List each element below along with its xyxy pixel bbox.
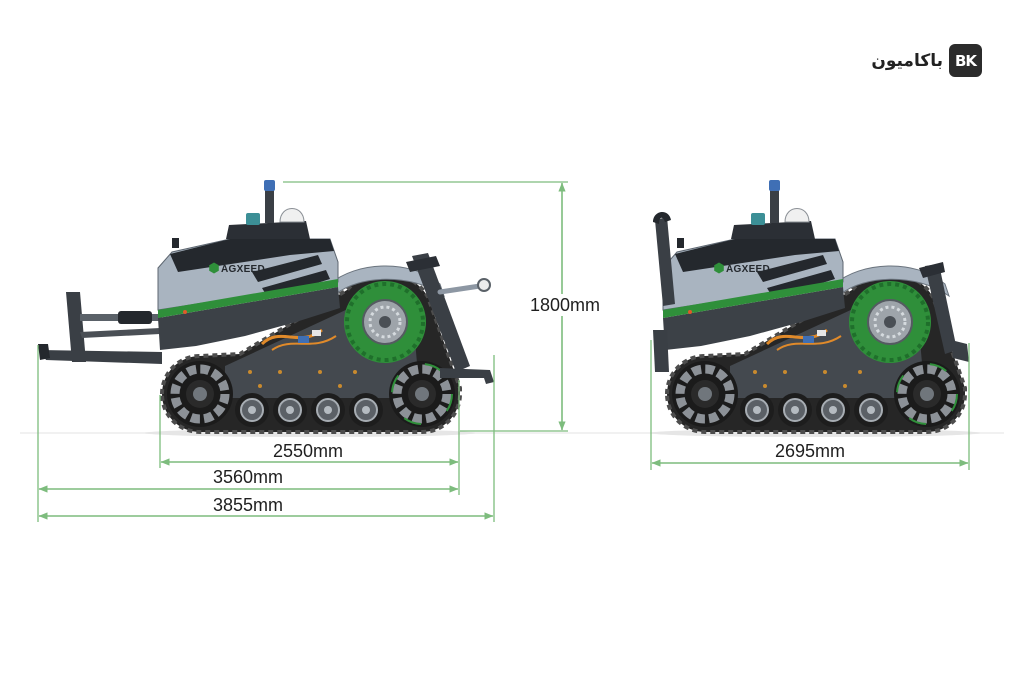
folded-hitch-lower-stub: [653, 330, 669, 372]
rear-hitch: [406, 253, 494, 384]
front-hitch-cylinder: [118, 311, 152, 324]
height-label-background: [527, 294, 603, 316]
middle-length-label: 3560mm: [213, 467, 283, 487]
rear-hitch-top-bracket: [406, 256, 440, 272]
track-length-label: 2550mm: [273, 441, 343, 461]
front-hitch-brace: [80, 328, 160, 338]
front-hitch-lower-arm: [40, 350, 162, 364]
rear-hitch-folded: [919, 262, 969, 362]
front-hitch: [38, 292, 162, 364]
tractor-left-body: [158, 180, 460, 432]
watermark-logo: باکامیون BK: [871, 44, 982, 77]
front-hitch-folded: [653, 211, 675, 372]
rear-hitch-arm: [412, 253, 470, 372]
tractor-right-body: [663, 180, 965, 432]
right-overall-length-label: 2695mm: [775, 441, 845, 461]
height-label: 1800mm: [530, 295, 600, 315]
front-hitch-post: [66, 292, 86, 362]
overall-length-label: 3855mm: [213, 495, 283, 515]
folded-rear-bracket: [919, 262, 945, 278]
tractor-left: AGXEED: [38, 180, 494, 432]
brand-logo-text: AGXEED: [221, 264, 265, 275]
right-length-dimensions: 2695mm: [650, 340, 970, 470]
rear-hitch-pin: [477, 278, 491, 292]
front-hitch-hook: [38, 344, 50, 360]
logo-mark-icon: BK: [949, 44, 982, 77]
folded-hitch-arm: [655, 217, 675, 306]
folded-rear-link: [951, 340, 969, 362]
left-length-dimensions: 2550mm 3560mm 3855mm: [37, 345, 495, 522]
tractor-right: AGXEED: [653, 180, 969, 432]
brand-logo-text: AGXEED: [726, 264, 770, 275]
height-dimension: 1800mm: [283, 181, 603, 432]
rear-hitch-lower-arm: [440, 368, 494, 384]
folded-hitch-hook: [653, 211, 671, 224]
rear-hitch-top-link: [437, 283, 483, 295]
logo-name: باکامیون: [871, 50, 943, 71]
folded-rear-arm: [925, 264, 957, 354]
